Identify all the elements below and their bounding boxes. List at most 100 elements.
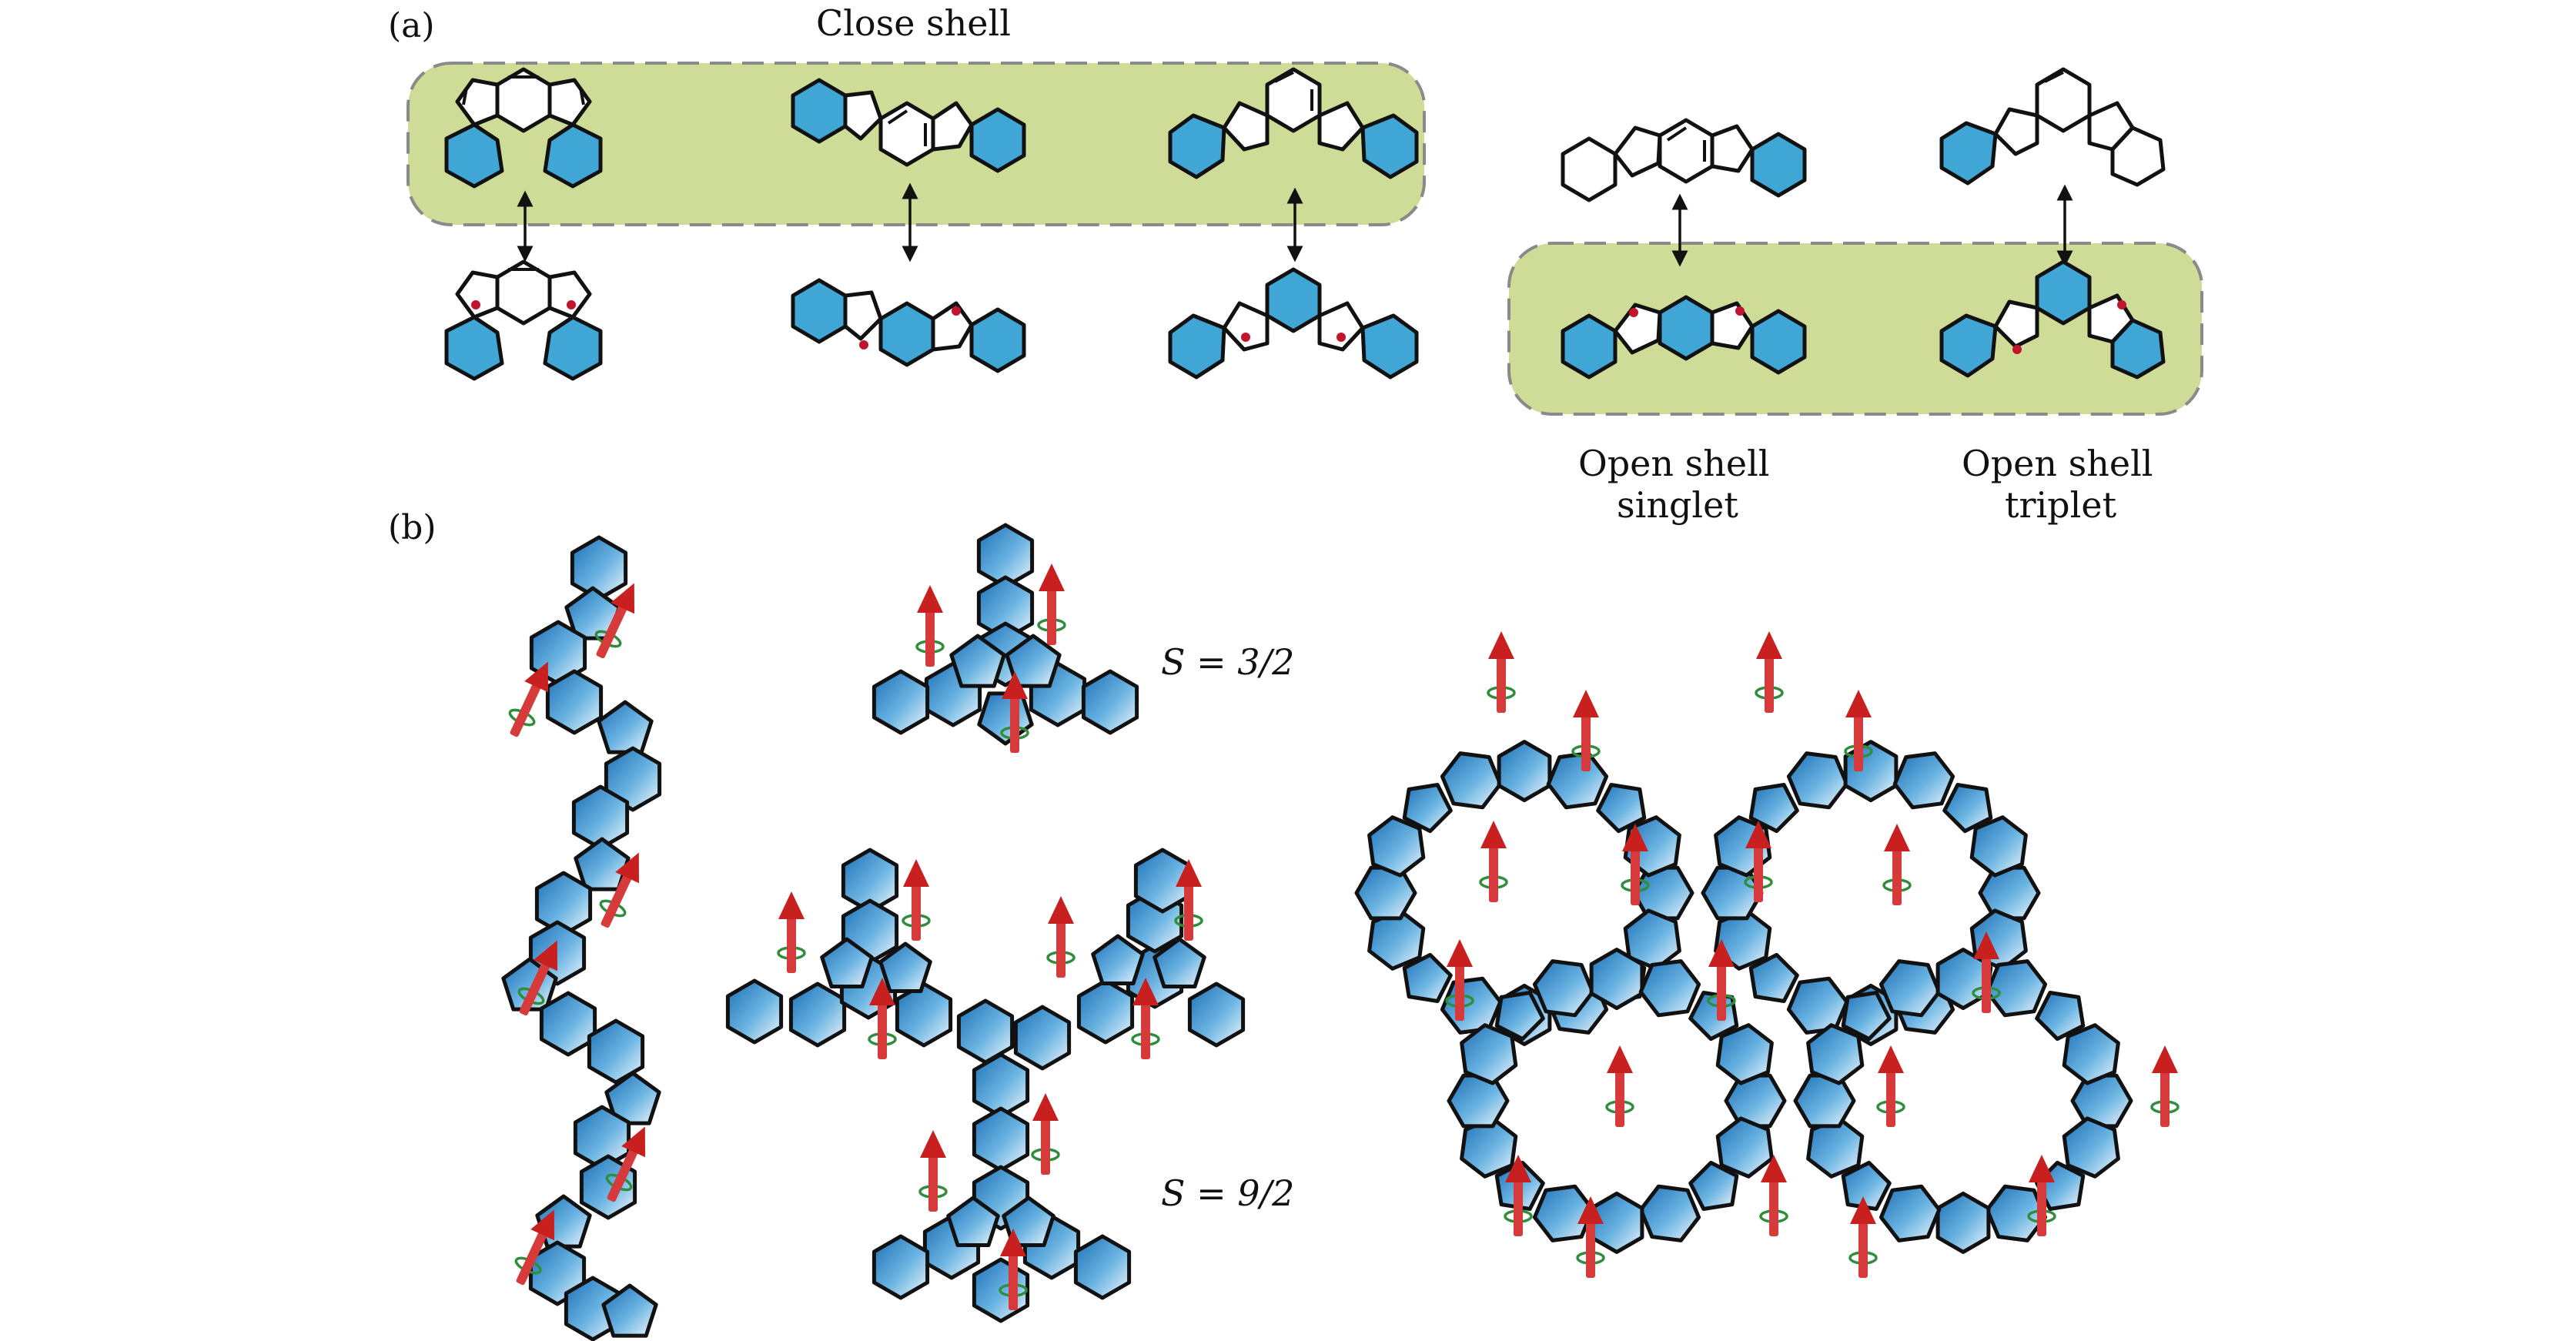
radical-dot [471, 300, 480, 309]
hexagon-ring [1806, 1116, 1865, 1179]
hexagon-ring [2062, 1116, 2120, 1179]
hexagon-ring [1073, 1234, 1132, 1300]
hexagon-ring [1497, 740, 1552, 803]
spin-arrow-icon [777, 890, 806, 975]
hexagon-ring [788, 982, 847, 1048]
hexagon-ring [1715, 1116, 1774, 1179]
hexagon-ring [1978, 865, 2041, 921]
hexagon-ring [1985, 959, 2048, 1018]
hexagon-ring [1532, 1184, 1595, 1242]
hexagon-ring [1187, 982, 1246, 1048]
hexagon-ring [871, 669, 930, 735]
spin-label-large: S = 9/2 [1161, 1172, 1294, 1214]
hexagon-ring [1354, 865, 1417, 921]
pentagon-ring [604, 1071, 661, 1125]
pentagon-ring [1841, 1160, 1892, 1211]
singlet-caption-line2: singlet [1617, 484, 1738, 526]
radical-dot [1629, 308, 1638, 317]
hexagon-ring [1714, 908, 1772, 971]
honeycomb-network [1354, 630, 2180, 1279]
radical-dot [567, 300, 576, 309]
radical-dot [859, 340, 868, 349]
hexagon-ring [604, 746, 662, 812]
molecule-closed-2 [791, 78, 1026, 173]
hexagon-ring [1701, 865, 1764, 921]
radical-dot [2012, 345, 2022, 354]
singlet-caption-line1: Open shell [1578, 443, 1770, 484]
hexagon-ring [1460, 1116, 1518, 1179]
hexagon-ring [1969, 815, 2028, 878]
pentagon-ring [1942, 783, 1993, 834]
spin-arrow-icon [918, 1129, 948, 1213]
hexagon-ring [725, 978, 784, 1045]
panel-a-label: (a) [388, 6, 435, 45]
pentagon-ring [1153, 937, 1206, 988]
molecule-triplet-open [1939, 259, 2166, 380]
hexagon-ring [1878, 959, 1942, 1018]
pentagon-ring [574, 837, 631, 891]
hexagon-ring [895, 982, 953, 1048]
hexagon-ring [570, 535, 628, 601]
hexagon-ring [1724, 1073, 1787, 1129]
spin-arrow-icon [2150, 1044, 2180, 1129]
pentagon-ring [949, 634, 1006, 688]
pentagon-ring [1002, 1196, 1055, 1247]
spin-arrow-icon [915, 584, 945, 668]
hexagon-ring [1786, 976, 1849, 1035]
spin-arrow-icon [1046, 895, 1076, 979]
close-shell-title: Close shell [816, 2, 1011, 44]
spin-label-small: S = 3/2 [1161, 641, 1294, 683]
pentagon-ring [1091, 934, 1145, 985]
pentagon-ring [820, 937, 874, 988]
hexagon-ring [1447, 1073, 1510, 1129]
spin-arrow-icon [1882, 822, 1912, 907]
radical-dot [2117, 300, 2126, 309]
hexagon-ring [1786, 751, 1849, 810]
hexagon-ring [1878, 1184, 1942, 1242]
pentagon-ring [946, 1196, 1000, 1247]
hexagon-ring [1892, 751, 1955, 810]
hexagon-ring [1985, 1184, 2048, 1242]
hexagon-ring [1081, 669, 1139, 735]
spin-arrow-icon [1487, 630, 1516, 714]
hexagon-ring [1013, 1005, 1072, 1071]
hexagon-ring [1076, 978, 1135, 1045]
pentagon-ring [1748, 952, 1799, 1003]
hexagon-ring [1935, 1191, 1991, 1254]
hexagon-ring [972, 1106, 1030, 1172]
hexagon-ring [1440, 751, 1503, 810]
hexagon-ring [2062, 1023, 2120, 1085]
radical-dot [1337, 333, 1346, 342]
spin-arrow-icon [1031, 1092, 1060, 1176]
hexagon-ring [1532, 959, 1595, 1018]
hexagon-ring [587, 1018, 645, 1085]
spin-arrow-icon [902, 858, 931, 942]
pentagon-ring [878, 941, 932, 993]
spin-arrow-icon [1037, 562, 1066, 647]
open-shell-box [1507, 242, 2203, 416]
hexagon-ring [1367, 815, 1426, 878]
molecule-diradical-1 [444, 259, 603, 381]
molecule-triplet-closed [1939, 67, 2166, 187]
pentagon-ring [1841, 991, 1892, 1042]
hexagon-ring [1638, 959, 1701, 1018]
hexagon-ring [545, 669, 604, 735]
molecule-singlet-open [1561, 295, 1807, 380]
pentagon-ring [1748, 783, 1799, 834]
molecule-closed-1 [444, 67, 603, 189]
hexagon-ring [871, 1234, 930, 1300]
molecule-closed-3 [1168, 67, 1419, 179]
molecule-singlet-closed [1561, 118, 1807, 202]
pentagon-ring [1005, 634, 1062, 688]
pentagon-ring [2035, 991, 2086, 1042]
triplet-caption-line2: triplet [2005, 484, 2117, 526]
triplet-caption-line1: Open shell [1962, 443, 2153, 484]
linear-chain [500, 535, 662, 1341]
triangulene-unit [871, 523, 1139, 754]
spin-arrow-icon [1605, 1044, 1634, 1129]
pentagon-ring [1402, 783, 1453, 834]
spin-arrow-icon [1755, 630, 1784, 714]
molecule-diradical-2 [791, 278, 1026, 373]
pentagon-ring [1494, 991, 1545, 1042]
